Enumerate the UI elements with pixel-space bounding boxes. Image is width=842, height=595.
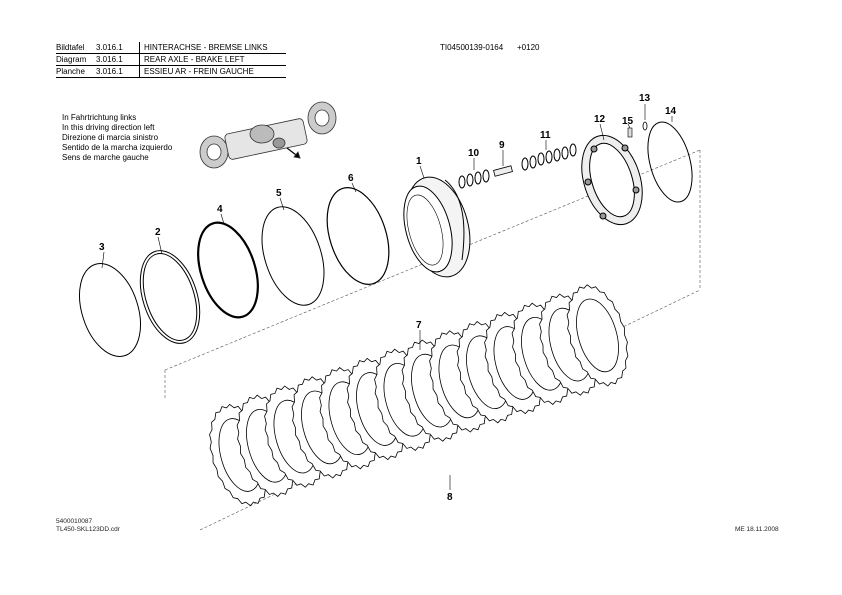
clutch-disc-stack [209,284,629,507]
header-rule [56,77,286,78]
direction-note: Direzione di marcia sinistro [62,133,159,142]
header-label: Planche [56,67,85,76]
direction-note: In this driving direction left [62,123,155,132]
direction-notes: In Fahrtrichtung links In this driving d… [62,113,172,163]
footer-date-stamp: ME 18.11.2008 [735,526,779,533]
callout-11: 11 [540,130,551,141]
pin-part-15 [627,127,633,138]
header-title: REAR AXLE - BRAKE LEFT [144,55,245,64]
callout-labels: 3 2 4 5 6 1 10 9 11 12 13 15 14 7 8 [99,93,677,503]
callout-4: 4 [217,204,223,215]
direction-note: Sentido de la marcha izquierdo [62,143,173,152]
leader-lines [101,104,673,490]
axle-thumbnail [199,101,337,169]
callout-14: 14 [665,106,677,117]
callout-6: 6 [348,173,354,184]
callout-8: 8 [447,492,453,503]
header-number: 3.016.1 [96,67,123,76]
callout-15: 15 [622,116,634,127]
header-number: 3.016.1 [96,55,123,64]
o-ring-part-3 [79,263,141,357]
header-label: Diagram [56,55,87,64]
header-rule [56,65,286,66]
document-revision: +0120 [517,43,540,52]
callout-12: 12 [594,114,606,125]
pin-part-9 [493,165,513,177]
callout-7: 7 [416,320,422,331]
seal-ring-part-2 [139,250,201,344]
ring-part-6 [326,187,390,285]
housing-part-12 [581,134,643,226]
header-title: HINTERACHSE - BREMSE LINKS [144,43,268,52]
document-id: TI04500139-0164 [440,43,504,52]
header-number: 3.016.1 [96,43,123,52]
callout-9: 9 [499,140,505,151]
ring-part-14 [647,121,693,203]
callout-1: 1 [416,156,422,167]
header-row-de: Bildtafel [56,43,84,52]
callout-5: 5 [276,188,282,199]
inner-disc-part-8 [566,284,629,387]
ring-part-5 [261,206,325,306]
footer-file-name: TL450-SKL123DD.cdr [56,526,120,533]
header-rule [56,53,286,54]
seal-ring-part-4 [197,221,259,319]
callout-10: 10 [468,148,480,159]
direction-note: Sens de marche gauche [62,153,149,162]
seal-set-part-11 [521,143,577,171]
header-label: Bildtafel [56,43,85,52]
footer-part-number: 5400010087 [56,518,93,525]
callout-2: 2 [155,227,161,238]
callout-3: 3 [99,242,105,253]
direction-note: In Fahrtrichtung links [62,113,137,122]
header-title: ESSIEU AR - FREIN GAUCHE [144,67,254,76]
callout-13: 13 [639,93,651,104]
header-divider [139,42,140,78]
seal-kit-part-10 [458,169,490,189]
small-ring-part-13 [642,121,648,131]
piston-part-1 [403,176,471,278]
